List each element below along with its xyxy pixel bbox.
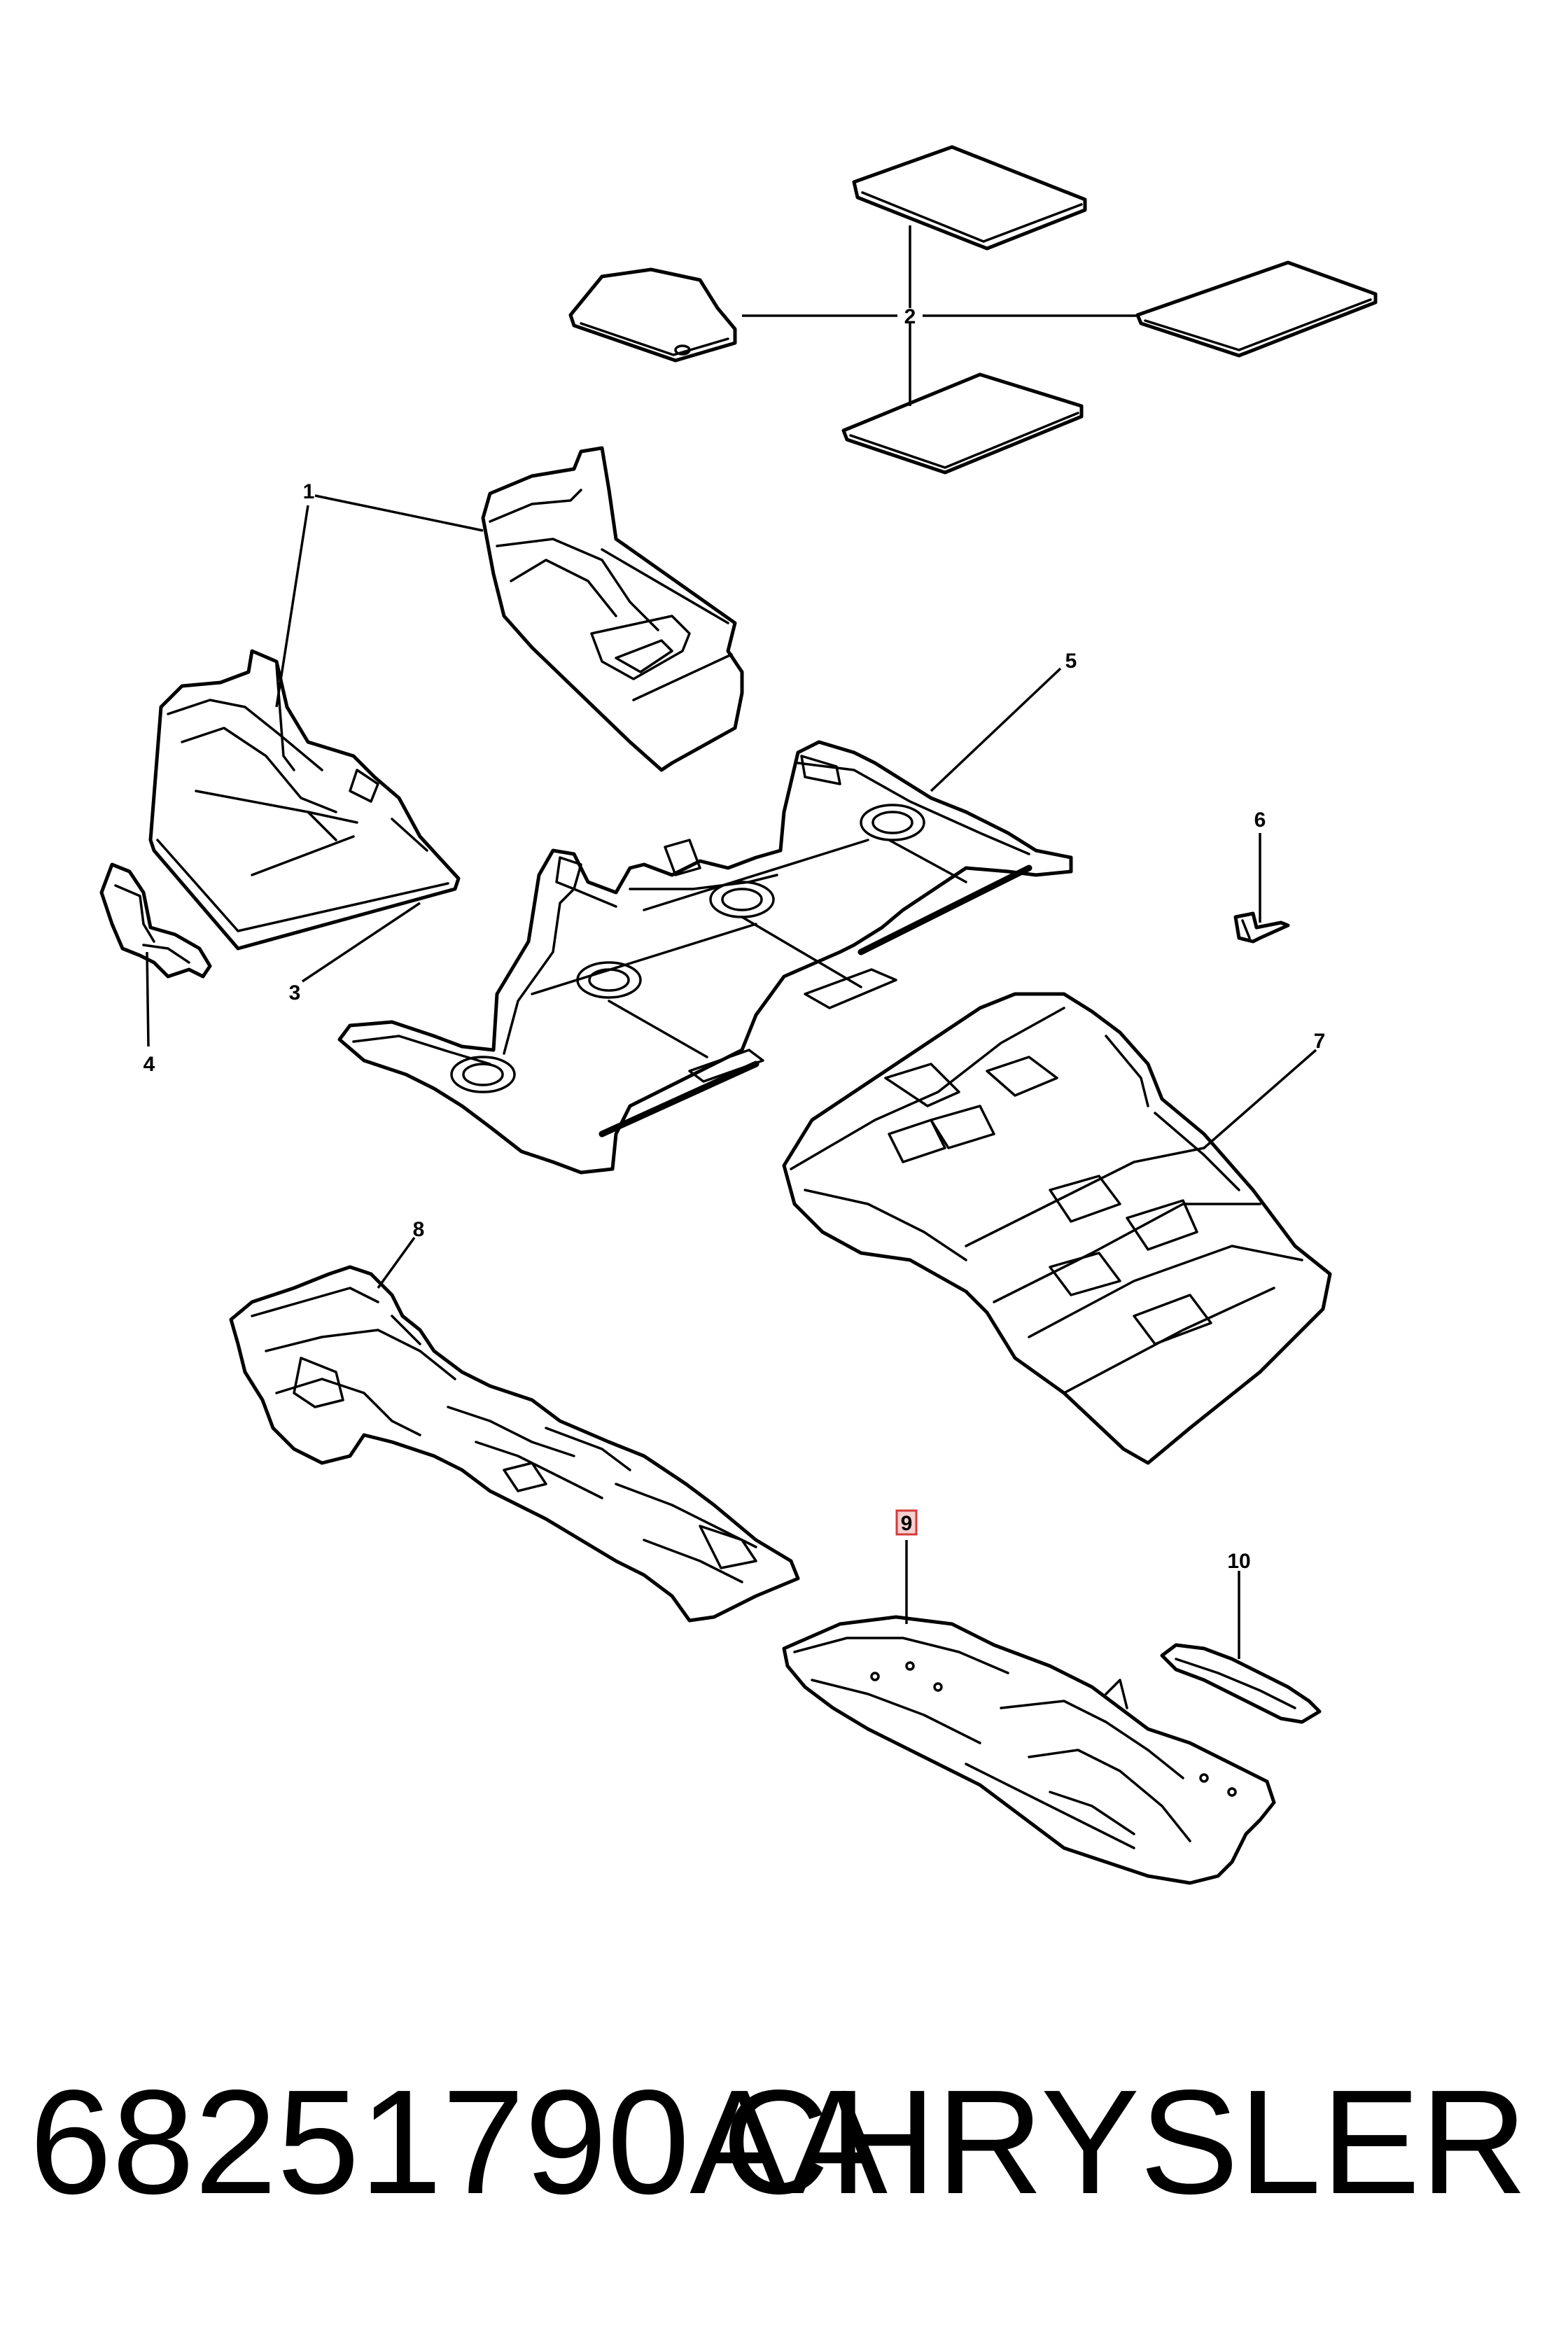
part-10-floor-panel [1160,1643,1322,1724]
leader-lines [146,225,1317,1659]
callout-9: 9 [901,1512,913,1535]
callout-8: 8 [413,1218,425,1241]
brand-name: CHRYSLER [722,2059,1527,2225]
callout-6: 6 [1254,808,1266,832]
part-number: 68251790AA [29,2059,888,2225]
callout-3: 3 [289,981,301,1004]
part-1-carpet-upper [481,446,744,772]
part-8-front-floor-pan [229,1265,800,1623]
part-2-floor-mats [568,145,1378,475]
callout-9-highlight [895,1509,918,1536]
part-1-3-carpet-front [148,649,461,951]
callout-10: 10 [1227,1550,1250,1573]
part-4-bracket [99,862,212,979]
callout-4: 4 [144,1053,155,1076]
callouts: 1 2 3 4 5 6 7 8 9 10 [144,305,1326,1573]
callout-7: 7 [1314,1030,1326,1053]
callout-1: 1 [303,480,315,503]
part-7-rear-insulator [782,992,1332,1465]
callout-2: 2 [904,305,916,328]
part-5-floor-insulator [337,740,1073,1175]
part-6-push-pin [1233,911,1290,944]
callout-5: 5 [1065,650,1077,673]
footer: 68251790AA CHRYSLER [0,2051,1568,2233]
part-9-rear-floor-pan [782,1615,1276,1885]
